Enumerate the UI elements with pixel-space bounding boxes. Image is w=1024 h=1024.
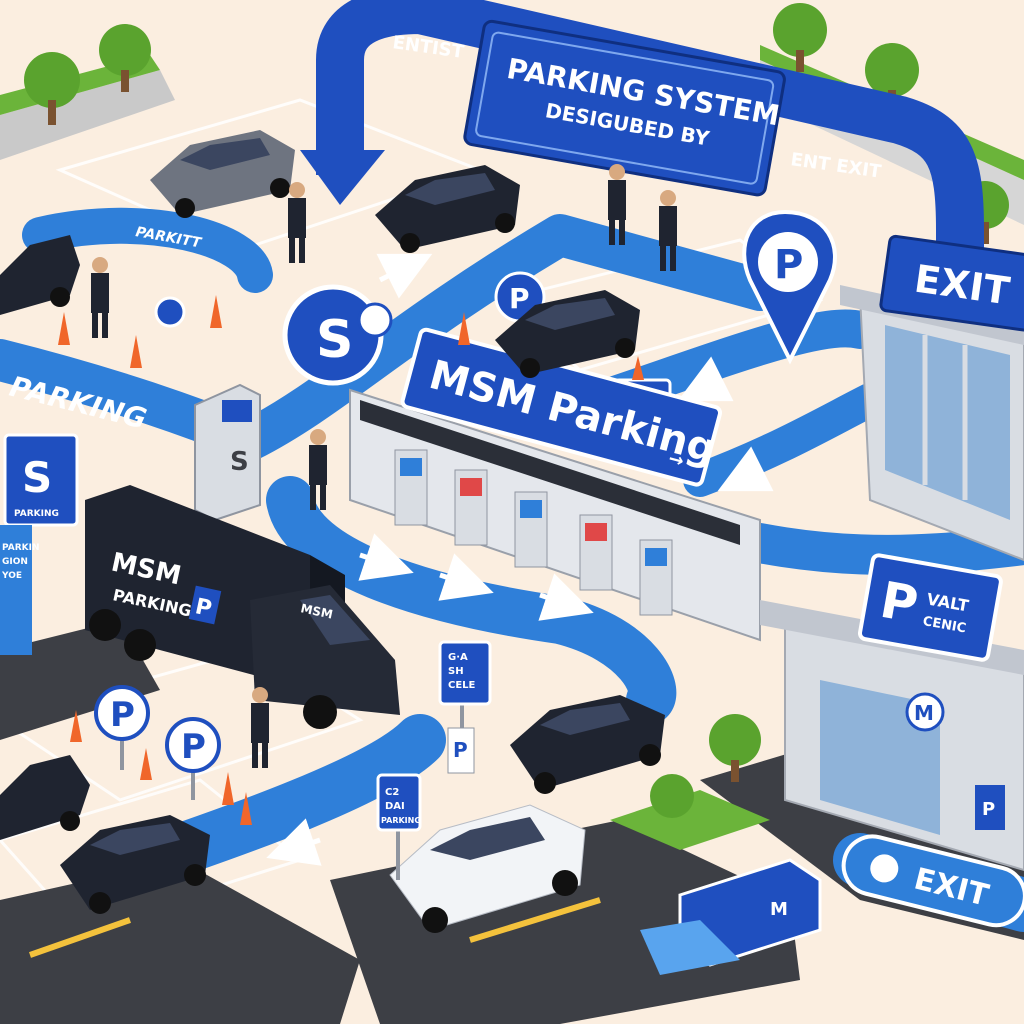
truck-icon: MSM PARKING P MSM <box>85 485 400 729</box>
center-pole-p: P <box>453 738 468 762</box>
left-board-line-2: GION <box>2 557 28 567</box>
parking-p-icon: P P <box>94 296 221 800</box>
gate: MSM Parking → <box>349 327 761 642</box>
center-pole-line-2: SH <box>448 666 464 677</box>
valet-line-2: CENIC <box>922 614 968 636</box>
valet-attendant-icon <box>91 164 677 768</box>
truck-badge: P <box>193 594 214 622</box>
left-pole-caption: PARKING <box>14 509 59 519</box>
left-board-line-1: PARKIN <box>2 543 40 553</box>
right-building-side-tag: P <box>982 799 995 820</box>
tree-icon <box>610 714 770 850</box>
lower-pole-line-3: PARKING <box>381 816 421 825</box>
left-pole-sign: S PARKING PARKIN GION YOE <box>0 433 79 655</box>
center-pole-line-1: G·A <box>448 652 468 663</box>
round-sign-2-label: P <box>181 727 206 767</box>
left-pole-label: S <box>22 453 52 502</box>
left-board-line-3: YOE <box>1 571 22 581</box>
entry-box: M <box>640 858 822 975</box>
logo-sign: S <box>282 284 393 386</box>
entry-box-label: M <box>770 899 788 920</box>
truck-cab-brand: MSM <box>299 601 334 621</box>
right-building-logo: M <box>914 701 934 725</box>
p-badge-top-label: P <box>509 282 530 315</box>
ticket-kiosk-icon: S <box>194 383 261 522</box>
exit-building: EXIT <box>840 234 1024 562</box>
ticket-kiosk-icon <box>394 449 673 616</box>
car-icon <box>0 130 665 933</box>
parking-p-icon: P <box>742 209 837 365</box>
bottom-pad: EXIT <box>841 834 1024 928</box>
round-sign-1-label: P <box>110 695 135 735</box>
traffic-cone-icon <box>58 295 644 825</box>
direction-arrow-icon <box>266 253 774 866</box>
tree-icon <box>24 3 1009 244</box>
banner: PARKING SYSTEM DESIGUBED BY <box>463 19 786 197</box>
lower-pole-line-2: DAI <box>385 801 405 812</box>
center-pole-sign: G·A SH CELE P <box>438 640 492 774</box>
pin-sign-label: P <box>774 242 803 288</box>
lower-pole-line-1: C2 <box>385 787 399 798</box>
center-pole-line-3: CELE <box>448 680 476 691</box>
kiosk-label: S <box>230 447 249 477</box>
gate-sign-arrow: → <box>666 448 686 472</box>
right-building: M P P VALT CENIC <box>760 553 1024 872</box>
lower-pole-sign: C2 DAI PARKING <box>376 773 422 880</box>
logo-sign-label: S <box>316 310 353 370</box>
